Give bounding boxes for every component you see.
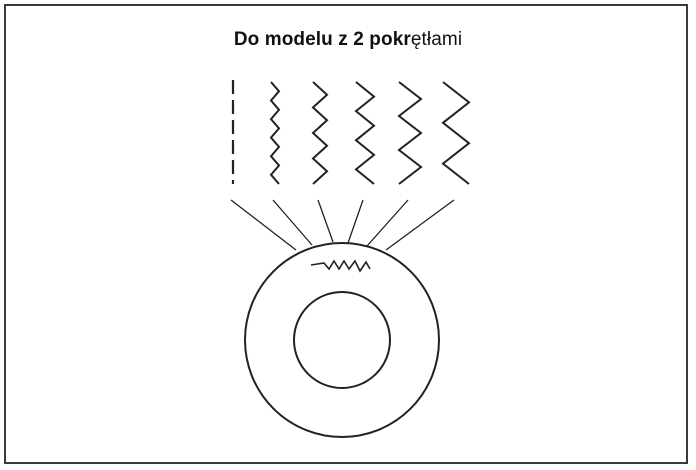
zigzag-width-1-icon xyxy=(269,81,281,185)
zigzag-width-4-icon xyxy=(397,81,423,185)
dial-outer-ring[interactable] xyxy=(244,242,440,438)
leader-lines xyxy=(230,199,455,251)
diagram-title-light: ętłami xyxy=(410,29,463,50)
dial-inner-circle[interactable] xyxy=(293,291,391,389)
diagram-title: Do modelu z 2 pokrętłami xyxy=(0,29,696,51)
leader-line-5 xyxy=(366,199,409,247)
leader-line-3 xyxy=(317,199,334,243)
leader-line-1 xyxy=(230,199,297,251)
leader-line-2 xyxy=(272,199,313,246)
leader-line-4 xyxy=(347,199,364,244)
stitch-patterns xyxy=(231,80,471,185)
zigzag-symbol-icon xyxy=(310,259,371,273)
diagram-title-bold: Do modelu z 2 pokr xyxy=(233,29,411,50)
leader-line-6 xyxy=(385,199,455,251)
zigzag-width-2-icon xyxy=(311,81,329,185)
stitch-dial[interactable] xyxy=(244,242,440,438)
zigzag-width-5-icon xyxy=(441,81,471,185)
zigzag-width-3-icon xyxy=(354,81,376,185)
